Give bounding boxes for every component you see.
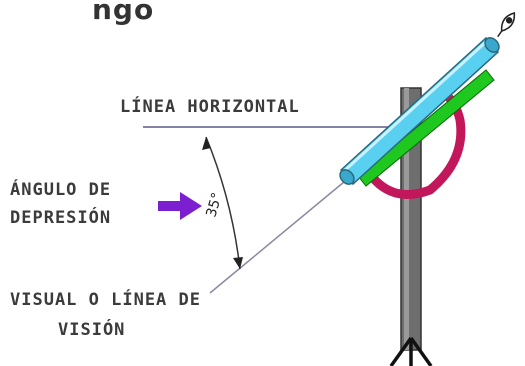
line-of-sight-label-line1: VISUAL O LÍNEA DE bbox=[10, 290, 201, 310]
horizontal-line-label: LÍNEA HORIZONTAL bbox=[120, 97, 300, 117]
depression-angle-label-line2: DEPRESIÓN bbox=[10, 208, 112, 228]
green-bar bbox=[357, 69, 495, 187]
tube-end-far bbox=[484, 37, 500, 53]
tube-end-near bbox=[339, 169, 355, 185]
angle-arc bbox=[205, 136, 241, 270]
tripod-legs bbox=[389, 336, 433, 366]
angle-arc-arrowhead-bottom bbox=[233, 257, 243, 269]
angle-value: 35° bbox=[203, 191, 225, 219]
angle-arc-arrowhead-top bbox=[202, 137, 211, 150]
pole-highlight bbox=[404, 88, 409, 350]
line-of-sight bbox=[209, 176, 351, 294]
title-fragment: ngo bbox=[92, 0, 155, 26]
eye-icon bbox=[497, 12, 516, 38]
right-arrow-icon bbox=[158, 192, 202, 220]
depression-angle-label-line1: ÁNGULO DE bbox=[10, 180, 112, 200]
line-of-sight-label-line2: VISIÓN bbox=[58, 320, 126, 340]
sighting-tube-highlight bbox=[341, 38, 490, 174]
